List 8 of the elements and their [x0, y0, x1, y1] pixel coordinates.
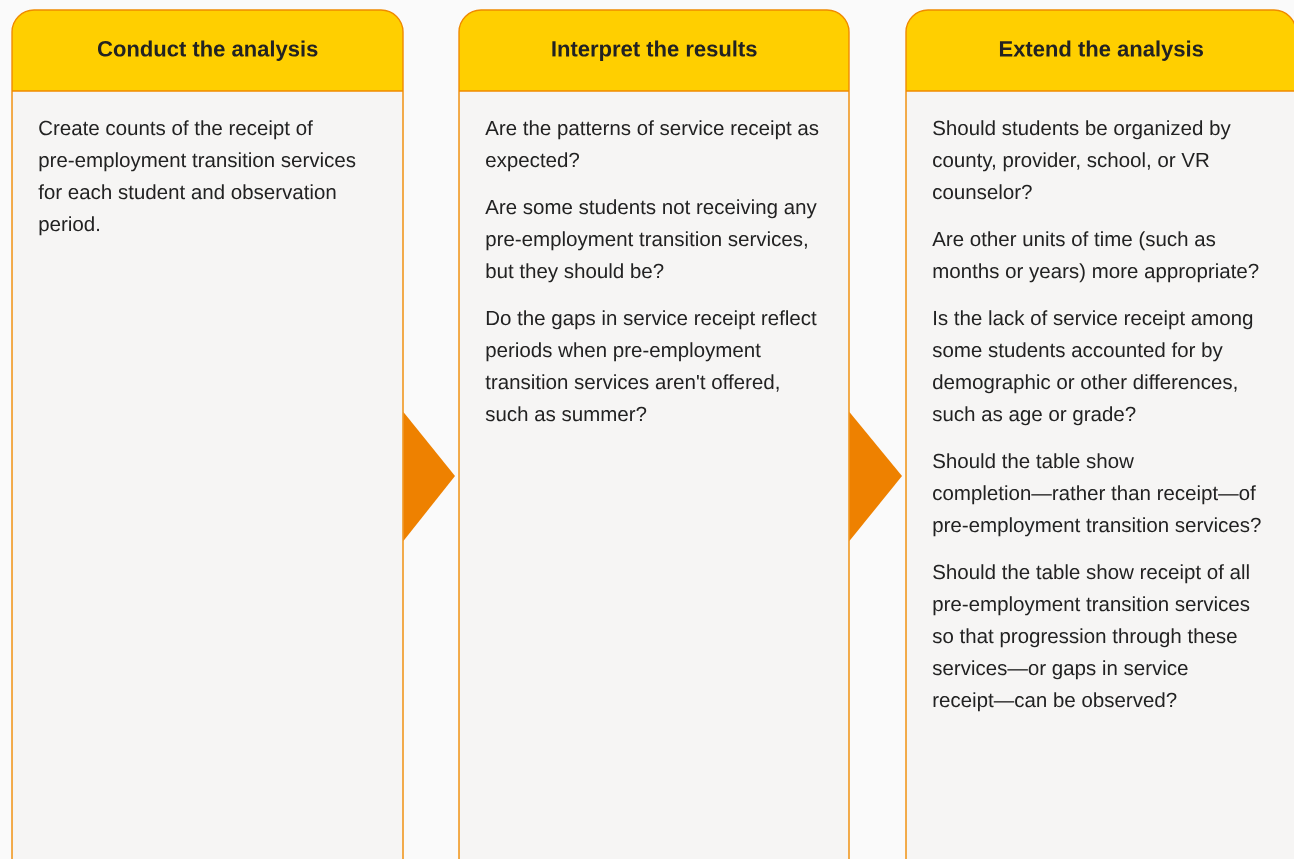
arrow — [849, 412, 902, 541]
node-label: Extend the analysis — [999, 40, 1203, 61]
column-box: Interpret the results Are the patterns of service receipt as expected? Are some students not receiving any pre-employment transition services, but they should be? Do the gaps in service receipt reflect periods when pre-employment transition services aren't offered, such as summer? — [458, 9, 850, 859]
column-box: Extend the analysis Should students be organized by county, provider, school, or VR counselor? Are other units of time (such as months or years) more appropriate? Is the lack of service receipt among some students accounted for by demographic or other differences, such as age or grade? Should the table show completion—rather than receipt—of pre-employment transition services? Should the table show receipt of all pre-employment transition services so that progression through these services—or gaps in service receipt—can be observed? — [905, 9, 1294, 859]
node-label: Conduct the analysis — [97, 40, 318, 61]
node-label: Interpret the results — [552, 40, 757, 61]
column-box: Conduct the analysis Create counts of the receipt of pre-employment transition services for each student and observation period. — [11, 9, 404, 859]
arrow — [403, 412, 455, 541]
